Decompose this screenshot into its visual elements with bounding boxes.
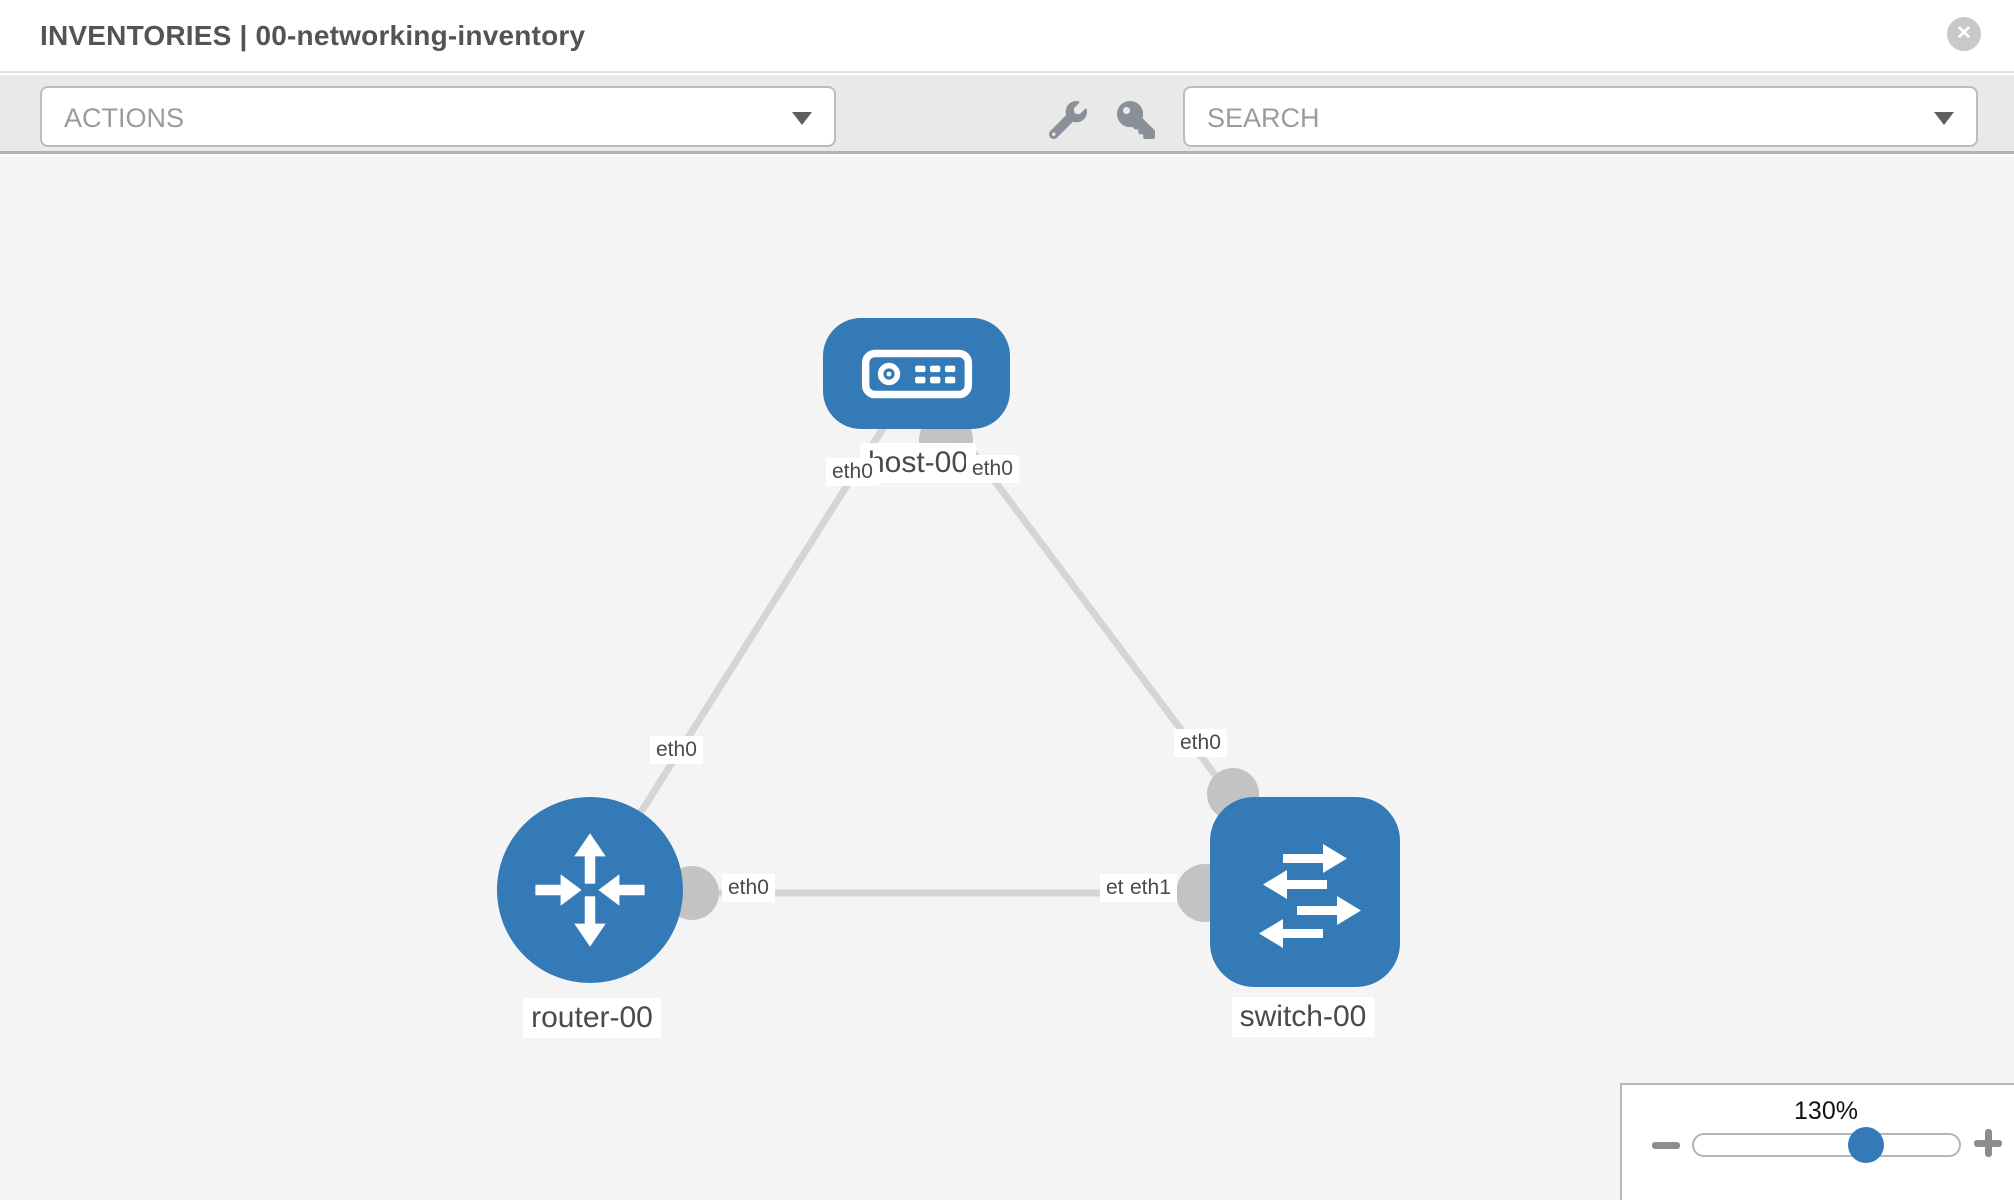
chevron-down-icon bbox=[1934, 112, 1954, 125]
actions-dropdown[interactable]: ACTIONS bbox=[40, 86, 836, 147]
node-router-00[interactable] bbox=[497, 797, 683, 983]
interface-label-host-router-eth0: eth0 bbox=[650, 736, 703, 764]
page-header: INVENTORIES | 00-networking-inventory bbox=[0, 0, 2014, 73]
interface-label-host-switch-eth0: eth0 bbox=[1174, 729, 1227, 757]
interface-label-host-eth0-left: eth0 bbox=[826, 458, 879, 486]
search-dropdown-label: SEARCH bbox=[1207, 103, 1320, 133]
zoom-level-value: 130% bbox=[1794, 1097, 1858, 1125]
page-title: INVENTORIES | 00-networking-inventory bbox=[40, 20, 586, 51]
search-dropdown[interactable]: SEARCH bbox=[1183, 86, 1978, 147]
actions-dropdown-label: ACTIONS bbox=[64, 103, 185, 133]
interface-label-host-eth0-right: eth0 bbox=[966, 455, 1019, 483]
chevron-down-icon bbox=[792, 112, 812, 125]
topology-links-layer bbox=[587, 373, 1308, 922]
topology-canvas[interactable]: host-00 router-00 switch-00 eth0 eth0 et… bbox=[0, 157, 2014, 1200]
router-arrows-icon bbox=[535, 833, 645, 947]
zoom-out-button[interactable] bbox=[1652, 1142, 1680, 1149]
zoom-slider-track[interactable] bbox=[1692, 1133, 1961, 1157]
zoom-control-panel: 130% bbox=[1620, 1083, 2014, 1200]
plus-icon bbox=[1985, 1129, 1992, 1157]
interface-label-switch-eth1: eth1 bbox=[1124, 874, 1177, 902]
server-icon bbox=[861, 349, 972, 398]
node-label-router-00: router-00 bbox=[523, 998, 661, 1038]
switch-arrows-icon bbox=[1259, 844, 1361, 948]
toolbar: ACTIONS SEARCH bbox=[0, 75, 2014, 154]
node-switch-00[interactable] bbox=[1210, 797, 1400, 987]
close-icon[interactable] bbox=[1947, 17, 1981, 51]
interface-label-router-eth0: eth0 bbox=[722, 874, 775, 902]
wrench-icon[interactable] bbox=[1048, 101, 1087, 140]
zoom-in-button[interactable] bbox=[1972, 1127, 2004, 1159]
node-host-00[interactable] bbox=[823, 318, 1010, 429]
node-label-host-00: host-00 bbox=[859, 443, 977, 483]
key-icon[interactable] bbox=[1117, 101, 1155, 139]
node-label-switch-00: switch-00 bbox=[1231, 997, 1375, 1037]
zoom-slider-handle[interactable] bbox=[1848, 1127, 1884, 1163]
